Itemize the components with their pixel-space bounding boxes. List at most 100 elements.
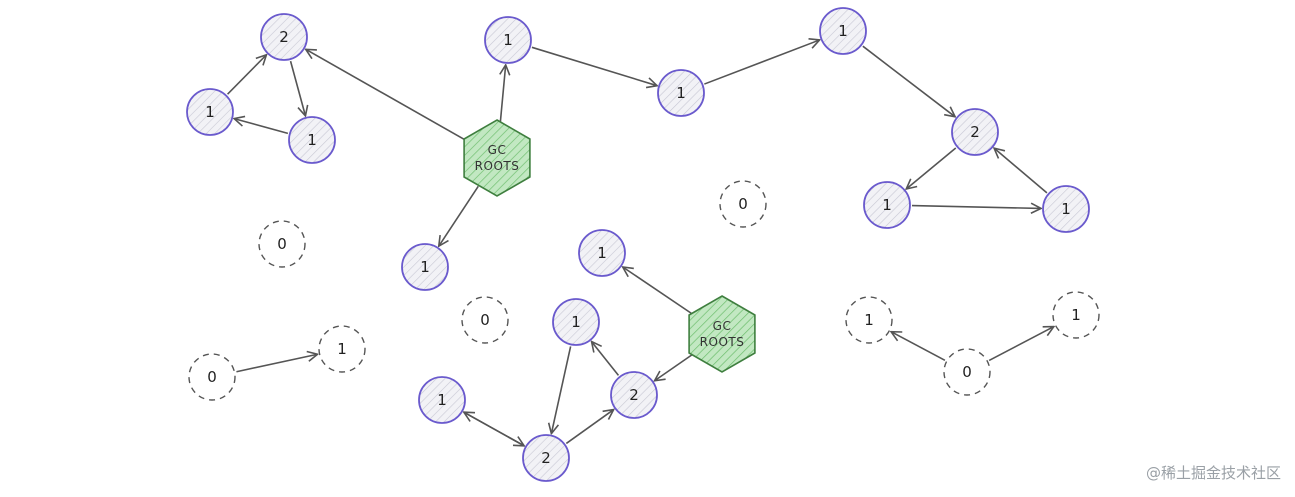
edge-n7-n8 (906, 147, 957, 189)
reachable-object-node: 1 (578, 229, 626, 277)
reachable-object-node: 1 (819, 7, 867, 55)
node-circle (484, 16, 532, 64)
node-circle (819, 7, 867, 55)
ref-count-label: 2 (541, 449, 551, 467)
edge-n3-n2 (234, 119, 289, 135)
ref-count-label: 0 (962, 363, 972, 381)
unreachable-object-node: 0 (943, 348, 991, 396)
node-circle (318, 325, 366, 373)
ref-count-label: 1 (838, 22, 848, 40)
edge-n8-n9 (911, 206, 1041, 209)
edges-layer (226, 40, 1054, 446)
unreachable-object-node: 0 (719, 180, 767, 228)
node-circle (260, 13, 308, 61)
ref-count-label: 0 (480, 311, 490, 329)
hexagon-shape (688, 295, 756, 373)
reachable-object-node: 1 (1042, 185, 1090, 233)
edge-n19-n17 (592, 342, 620, 376)
root-label-line: ROOTS (700, 335, 745, 349)
edge-r2-n19 (655, 352, 695, 380)
ref-count-label: 1 (1071, 306, 1081, 324)
reachable-object-node: 2 (610, 371, 658, 419)
edge-n4-n5 (531, 46, 657, 85)
unreachable-object-node: 1 (1052, 291, 1100, 339)
node-circle (461, 296, 509, 344)
edge-r1-n1 (306, 49, 468, 142)
node-circle (951, 108, 999, 156)
ref-count-label: 1 (503, 31, 513, 49)
ref-count-label: 2 (970, 123, 980, 141)
node-circle (188, 353, 236, 401)
reachable-object-node: 2 (260, 13, 308, 61)
edge-r1-n4 (500, 65, 506, 125)
ref-count-label: 1 (307, 131, 317, 149)
hexagon-shape (463, 119, 531, 197)
gc-roots-node: GC ROOTS (688, 295, 756, 373)
edge-n17-n20 (551, 346, 572, 433)
watermark: @稀土掘金技术社区 (1145, 464, 1281, 482)
ref-count-label: 1 (205, 103, 215, 121)
ref-count-label: 2 (279, 28, 289, 46)
node-circle (863, 181, 911, 229)
node-circle (288, 116, 336, 164)
ref-count-label: 1 (864, 311, 874, 329)
node-circle (578, 229, 626, 277)
node-circle (657, 69, 705, 117)
edge-n18-n20 (463, 411, 524, 446)
ref-count-label: 1 (882, 196, 892, 214)
edge-n9-n7 (994, 148, 1048, 194)
reachable-object-node: 1 (484, 16, 532, 64)
edge-r2-n16 (623, 267, 695, 316)
reachable-object-node: 1 (418, 376, 466, 424)
edge-n6-n7 (862, 45, 955, 117)
unreachable-object-node: 0 (188, 353, 236, 401)
ref-count-label: 1 (1061, 200, 1071, 218)
edge-n22-n21 (891, 332, 946, 361)
unreachable-object-node: 1 (318, 325, 366, 373)
node-circle (552, 298, 600, 346)
edge-n1-n3 (289, 60, 306, 116)
ref-count-label: 1 (571, 313, 581, 331)
root-label-line: GC (713, 319, 732, 333)
edge-n5-n6 (704, 40, 819, 85)
reachable-object-node: 1 (657, 69, 705, 117)
ref-count-label: 1 (420, 258, 430, 276)
reachable-object-node: 1 (401, 243, 449, 291)
node-circle (418, 376, 466, 424)
node-circle (610, 371, 658, 419)
ref-count-label: 1 (676, 84, 686, 102)
edge-r1-n10 (439, 185, 479, 246)
node-circle (401, 243, 449, 291)
edge-n14-n15 (236, 354, 317, 373)
node-circle (258, 220, 306, 268)
ref-count-label: 0 (207, 368, 217, 386)
root-label-line: ROOTS (475, 159, 520, 173)
ref-count-label: 1 (597, 244, 607, 262)
ref-count-label: 0 (277, 235, 287, 253)
node-circle (1052, 291, 1100, 339)
gc-roots-node: GC ROOTS (463, 119, 531, 197)
node-circle (719, 180, 767, 228)
node-circle (522, 434, 570, 482)
edge-n22-n23 (988, 327, 1054, 362)
reachable-object-node: 2 (951, 108, 999, 156)
unreachable-object-node: 0 (461, 296, 509, 344)
node-circle (845, 296, 893, 344)
node-circle (1042, 185, 1090, 233)
node-circle (186, 88, 234, 136)
unreachable-object-node: 1 (845, 296, 893, 344)
reachable-object-node: 1 (186, 88, 234, 136)
unreachable-object-node: 0 (258, 220, 306, 268)
ref-count-label: 2 (629, 386, 639, 404)
reachable-object-node: 1 (552, 298, 600, 346)
reachable-object-node: 1 (288, 116, 336, 164)
reachable-object-node: 2 (522, 434, 570, 482)
ref-count-label: 1 (437, 391, 447, 409)
node-circle (943, 348, 991, 396)
edge-n2-n1 (226, 55, 267, 95)
root-label-line: GC (488, 143, 507, 157)
ref-count-label: 1 (337, 340, 347, 358)
edge-n20-n19 (565, 410, 613, 445)
